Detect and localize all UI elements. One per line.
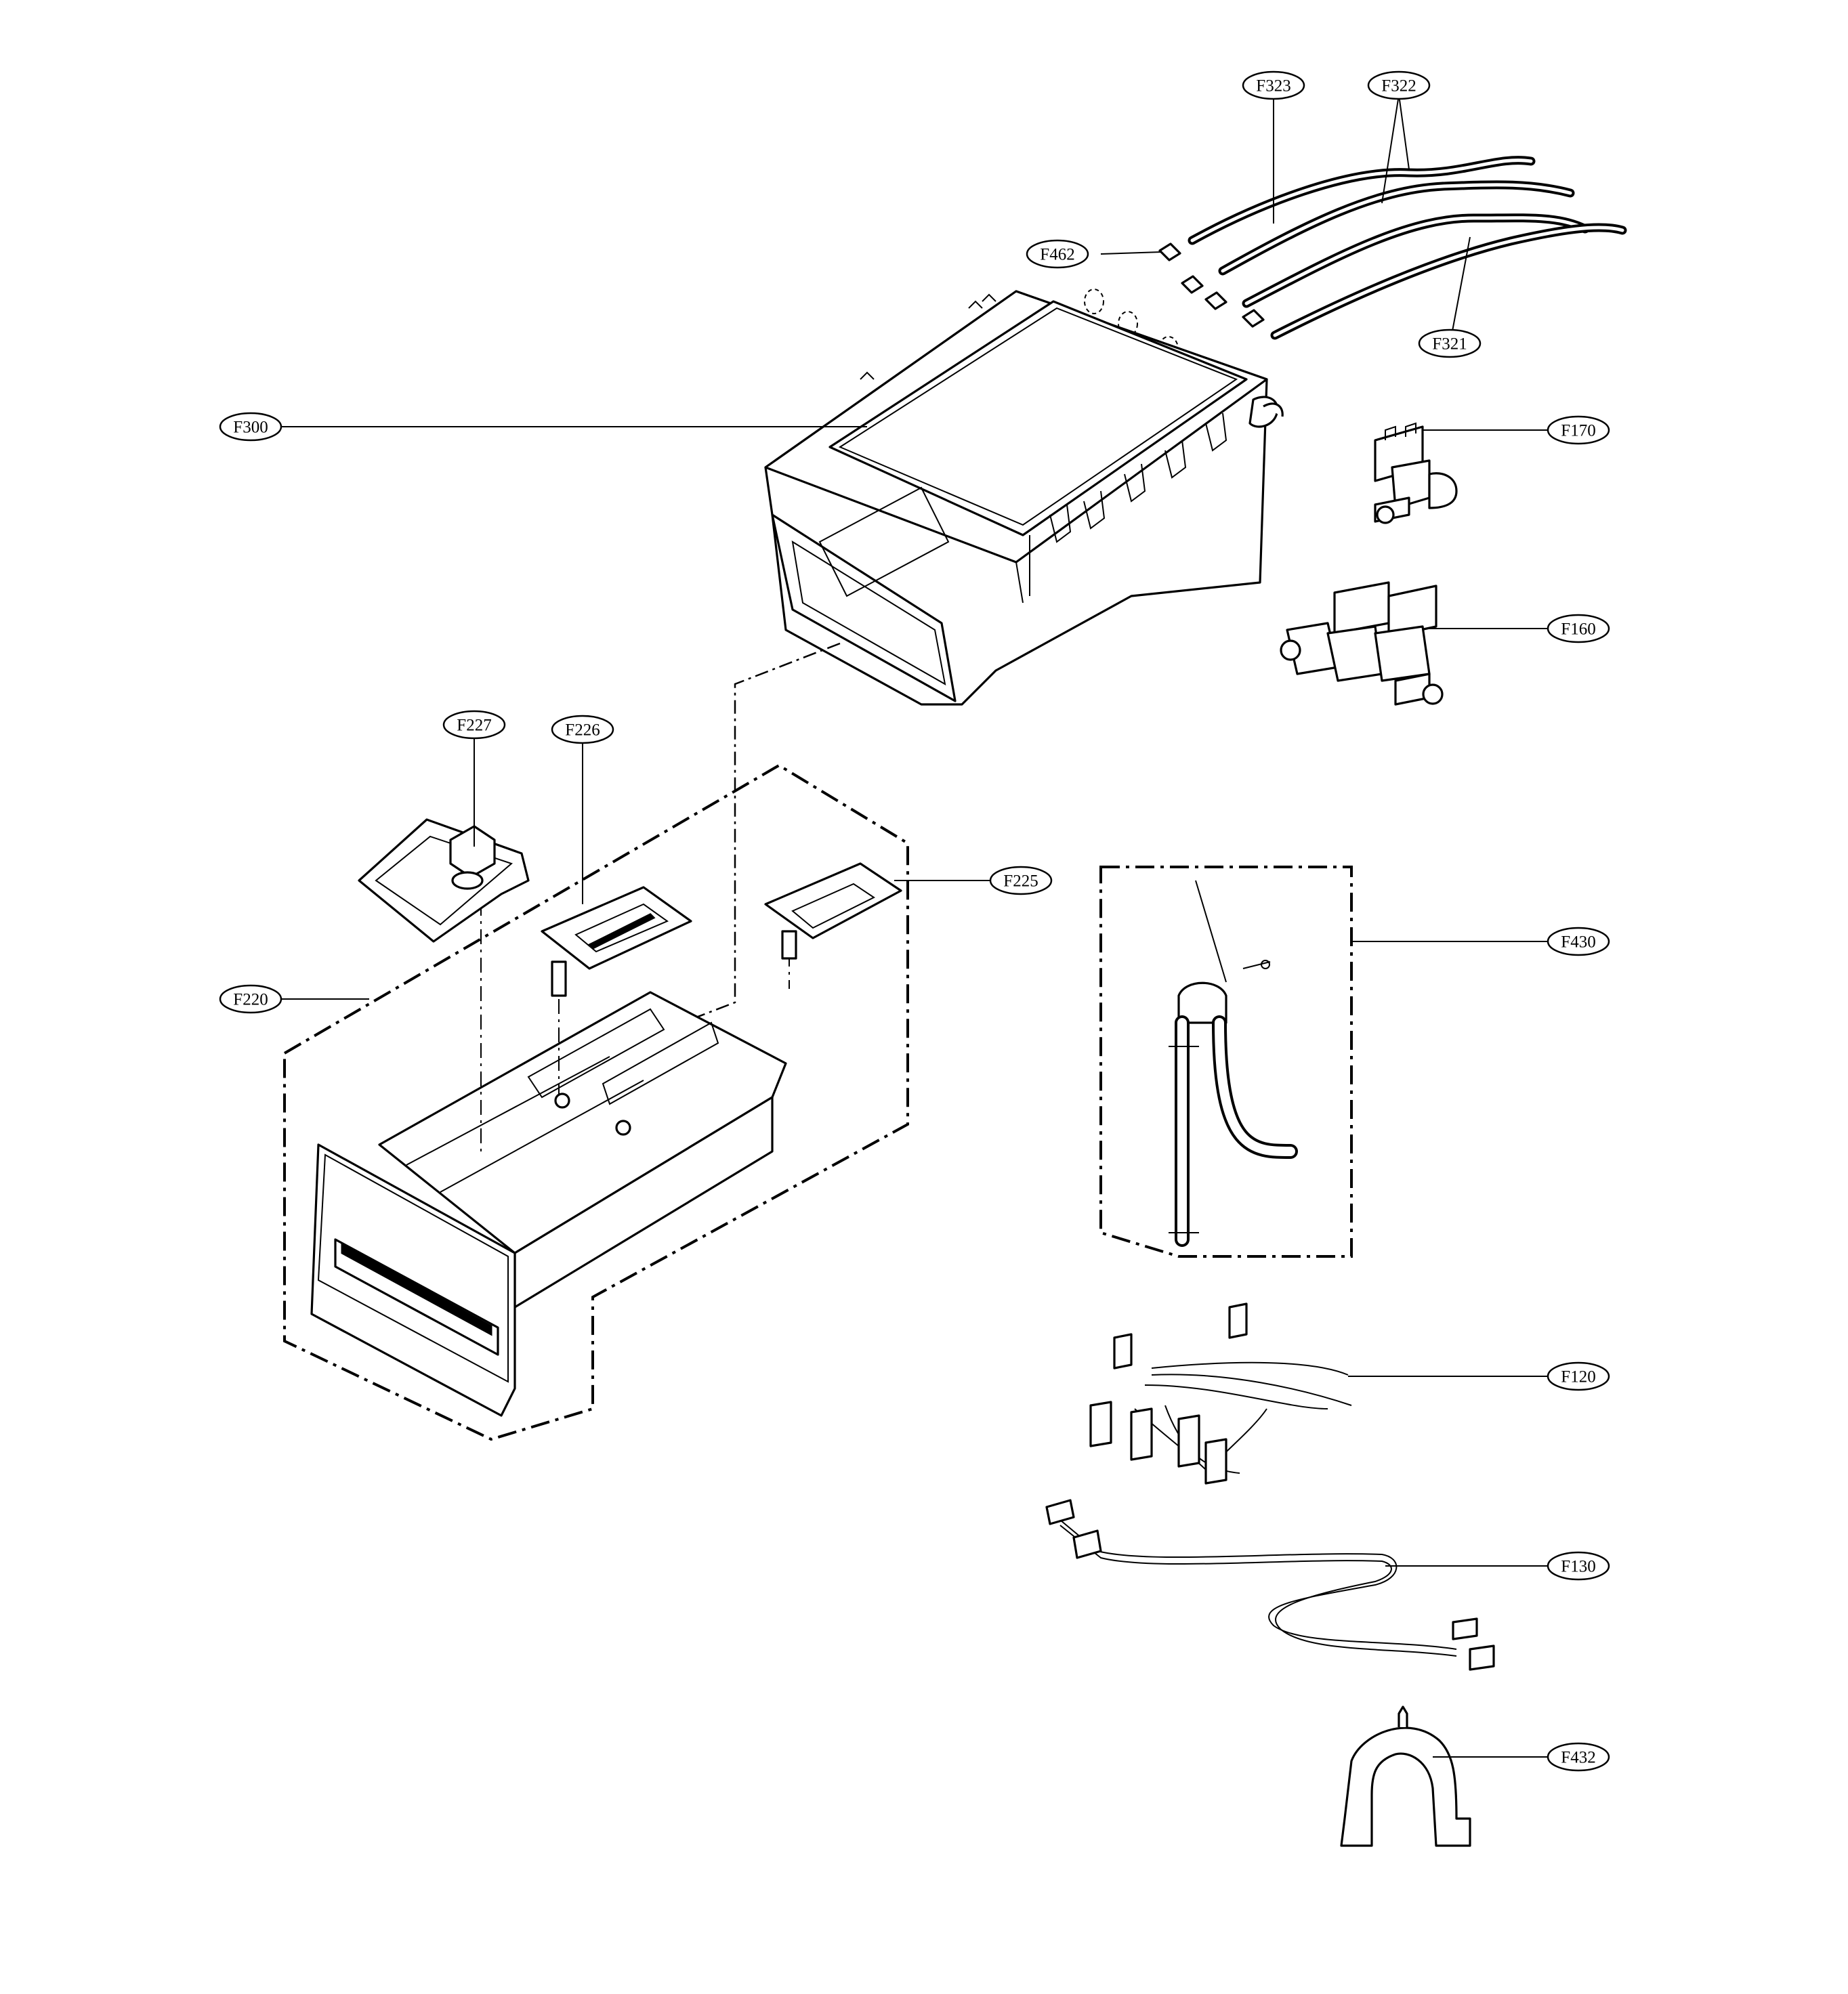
callout-f462: F462 [1026, 239, 1089, 269]
callout-f220: F220 [219, 984, 282, 1014]
svg-text:F226: F226 [565, 721, 600, 740]
inlet-hoses [1188, 156, 1627, 340]
svg-text:F462: F462 [1040, 246, 1074, 264]
wire-harness [1089, 1302, 1352, 1485]
vent-hose [1169, 880, 1298, 1247]
svg-text:F220: F220 [233, 991, 268, 1009]
svg-text:F430: F430 [1561, 933, 1595, 952]
svg-text:F170: F170 [1561, 422, 1595, 440]
callout-f321: F321 [1418, 328, 1482, 358]
siphon-cap-f225 [764, 862, 902, 960]
dispenser-housing [764, 290, 1284, 706]
callout-f160: F160 [1547, 614, 1610, 643]
callout-f130: F130 [1547, 1551, 1610, 1581]
vent-assembly-boundary [1099, 866, 1353, 1258]
callout-f432: F432 [1547, 1742, 1610, 1772]
svg-text:F120: F120 [1561, 1368, 1595, 1386]
hose-clip [1340, 1705, 1471, 1847]
svg-text:F227: F227 [457, 717, 491, 735]
drawer-assembly-boundary [283, 763, 909, 1441]
siphon-cap-f226 [541, 886, 692, 997]
svg-text:F432: F432 [1561, 1749, 1595, 1767]
callout-f323: F323 [1242, 70, 1305, 100]
dispenser-drawer [310, 991, 787, 1417]
water-valve-single [1374, 422, 1458, 524]
callout-f227: F227 [442, 710, 506, 740]
callout-f225: F225 [989, 866, 1053, 895]
assembly-line [690, 642, 841, 1021]
svg-text:F130: F130 [1561, 1558, 1595, 1576]
svg-text:F160: F160 [1561, 620, 1595, 639]
sensor-harness [1045, 1499, 1495, 1671]
callout-f170: F170 [1547, 415, 1610, 445]
leader-lines [281, 94, 1558, 1758]
svg-text:F321: F321 [1432, 335, 1467, 354]
callout-f226: F226 [551, 715, 614, 744]
siphon-cap-f227 [358, 818, 530, 943]
callout-f322: F322 [1367, 70, 1431, 100]
svg-text:F300: F300 [233, 419, 268, 437]
svg-text:F225: F225 [1003, 872, 1038, 891]
callout-f120: F120 [1547, 1361, 1610, 1391]
callout-f300: F300 [219, 412, 282, 442]
svg-text:F322: F322 [1381, 77, 1416, 96]
water-valve-double [1280, 581, 1444, 706]
callout-f430: F430 [1547, 927, 1610, 956]
svg-text:F323: F323 [1256, 77, 1290, 96]
